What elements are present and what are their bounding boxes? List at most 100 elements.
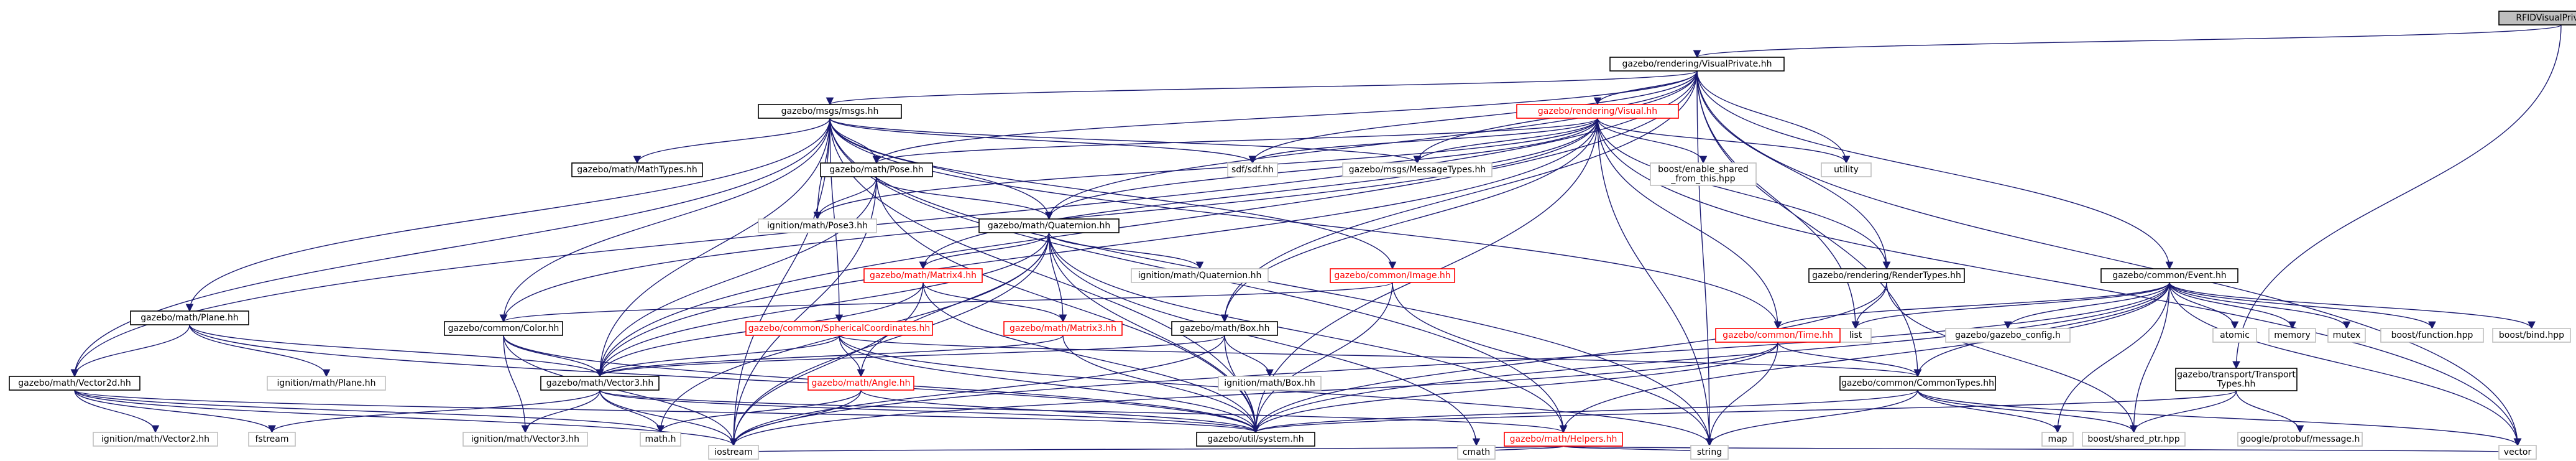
node-sdf: sdf/sdf.hh xyxy=(1227,162,1278,177)
node-box xyxy=(1131,268,1269,283)
node-box xyxy=(2237,432,2363,447)
node-matrix3[interactable]: gazebo/math/Matrix3.hh xyxy=(1003,321,1123,336)
node-label: iostream xyxy=(714,447,753,457)
node-box xyxy=(2498,11,2576,26)
node-box xyxy=(978,218,1120,233)
edge-spherical-to-angle xyxy=(839,335,865,378)
node-label: ignition/math/Box.hh xyxy=(1224,378,1315,388)
edge-image-to-system xyxy=(1251,282,1393,434)
node-rendertypes[interactable]: gazebo/rendering/RenderTypes.hh xyxy=(1808,268,1965,283)
edge-vp-to-sdf xyxy=(1248,70,1698,164)
edge-vector3-to-helpers xyxy=(599,389,1567,434)
node-string: string xyxy=(1690,445,1729,460)
node-box xyxy=(1342,162,1493,177)
node-box xyxy=(745,321,933,336)
node-pose[interactable]: gazebo/math/Pose.hh xyxy=(820,162,933,177)
node-vp[interactable]: gazebo/rendering/VisualPrivate.hh xyxy=(1609,57,1785,72)
edge-vp-to-rendertypes xyxy=(1696,70,1891,270)
node-commontypes[interactable]: gazebo/common/CommonTypes.hh xyxy=(1839,376,1996,391)
node-label: utility xyxy=(1834,165,1859,175)
edge-quat-to-system xyxy=(1048,232,1260,434)
node-vector3[interactable]: gazebo/math/Vector3.hh xyxy=(540,376,660,391)
edge-visual-to-quat xyxy=(1045,118,1598,220)
node-system[interactable]: gazebo/util/system.hh xyxy=(1196,432,1315,447)
node-boostbind: boost/bind.hpp xyxy=(2492,328,2571,343)
node-map: map xyxy=(2041,432,2074,447)
edge-msgs-to-vector2d xyxy=(70,118,830,378)
edge-event-to-boostshared xyxy=(2130,282,2170,434)
node-vector2d[interactable]: gazebo/math/Vector2d.hh xyxy=(9,376,140,391)
edge-event-to-helpers xyxy=(1559,282,2170,434)
edge-visual-to-boostenable xyxy=(1597,118,1708,164)
node-box xyxy=(2380,328,2484,343)
node-box xyxy=(2041,432,2074,447)
node-msgtypes: gazebo/msgs/MessageTypes.hh xyxy=(1342,162,1493,177)
node-boostenable: boost/enable_shared_from_this.hpp xyxy=(1650,162,1757,186)
node-image[interactable]: gazebo/common/Image.hh xyxy=(1330,268,1455,283)
edge-vp-to-commontypes xyxy=(1696,70,1922,378)
edge-commontypes-to-vector xyxy=(1917,389,2522,447)
node-label: gazebo/common/Image.hh xyxy=(1334,271,1450,281)
node-root[interactable]: RFIDVisualPrivate.hh xyxy=(2498,11,2576,26)
edge-commontypes-to-boostshared xyxy=(1917,389,2138,434)
node-label: google/protobuf/message.h xyxy=(2240,434,2360,444)
node-box[interactable]: gazebo/math/Box.hh xyxy=(1171,321,1278,336)
node-label: map xyxy=(2048,434,2067,444)
edge-vector2d-to-system xyxy=(74,389,1259,434)
node-matrix4[interactable]: gazebo/math/Matrix4.hh xyxy=(863,268,983,283)
edge-transport-to-boostshared xyxy=(2130,390,2237,434)
node-label: gazebo/common/Event.hh xyxy=(2112,271,2227,281)
node-box xyxy=(462,432,588,447)
edge-matrix3-to-vector3 xyxy=(596,335,1064,378)
node-msgs[interactable]: gazebo/msgs/msgs.hh xyxy=(758,104,902,119)
node-color[interactable]: gazebo/common/Color.hh xyxy=(444,321,563,336)
node-label: memory xyxy=(2274,330,2311,340)
node-box xyxy=(444,321,563,336)
edge-quat-to-matrix3 xyxy=(1048,232,1067,323)
edge-vector3-to-iostream xyxy=(599,389,738,447)
node-event[interactable]: gazebo/common/Event.hh xyxy=(2100,268,2238,283)
edge-vp-to-utility xyxy=(1696,70,1851,164)
edge-event-to-vector xyxy=(2169,282,2522,447)
edge-visual-to-pose xyxy=(873,118,1598,164)
node-box xyxy=(758,218,877,233)
edge-box-to-ignbox xyxy=(1224,335,1274,378)
edge-vp-to-quat xyxy=(1045,70,1698,220)
node-quat[interactable]: gazebo/math/Quaternion.hh xyxy=(978,218,1120,233)
node-label: gazebo/gazebo_config.h xyxy=(1955,330,2061,340)
edge-visual-to-time xyxy=(1597,118,1782,330)
node-vector: vector xyxy=(2498,445,2537,460)
node-label: ignition/math/Vector2.hh xyxy=(101,434,209,444)
edge-box-to-vector3 xyxy=(596,335,1225,378)
node-list: list xyxy=(1839,328,1872,343)
node-box xyxy=(1690,445,1729,460)
node-box xyxy=(1504,432,1623,447)
edge-msgs-to-string xyxy=(829,118,1714,447)
node-plane[interactable]: gazebo/math/Plane.hh xyxy=(130,310,249,325)
node-mathtypes[interactable]: gazebo/math/MathTypes.hh xyxy=(571,162,703,177)
edge-visual-to-rendertypes xyxy=(1597,118,1891,270)
node-time[interactable]: gazebo/common/Time.hh xyxy=(1715,328,1841,343)
node-label: gazebo/rendering/RenderTypes.hh xyxy=(1812,271,1961,281)
edge-helpers-to-vector xyxy=(1563,444,2519,454)
node-spherical[interactable]: gazebo/common/SphericalCoordinates.hh xyxy=(745,321,933,336)
edge-plane-to-vector3 xyxy=(189,324,604,378)
edge-commontypes-to-system xyxy=(1252,389,1918,434)
edge-matrix4-to-system xyxy=(922,282,1260,434)
node-label: boost/enable_shared xyxy=(1658,165,1749,175)
node-label: gazebo/math/Quaternion.hh xyxy=(988,221,1110,231)
node-box xyxy=(1171,321,1278,336)
node-box xyxy=(2082,432,2186,447)
node-helpers[interactable]: gazebo/math/Helpers.hh xyxy=(1504,432,1623,447)
node-visual[interactable]: gazebo/rendering/Visual.hh xyxy=(1516,104,1679,119)
node-angle[interactable]: gazebo/math/Angle.hh xyxy=(807,376,914,391)
edge-helpers-to-iostream xyxy=(731,444,1564,454)
node-box xyxy=(1821,162,1872,177)
edge-time-to-commontypes xyxy=(1777,342,1922,378)
node-boostfunc: boost/function.hpp xyxy=(2380,328,2484,343)
node-label: cmath xyxy=(1463,447,1490,457)
node-ignpose: ignition/math/Pose3.hh xyxy=(758,218,877,233)
node-label: gazebo/msgs/msgs.hh xyxy=(781,106,879,116)
